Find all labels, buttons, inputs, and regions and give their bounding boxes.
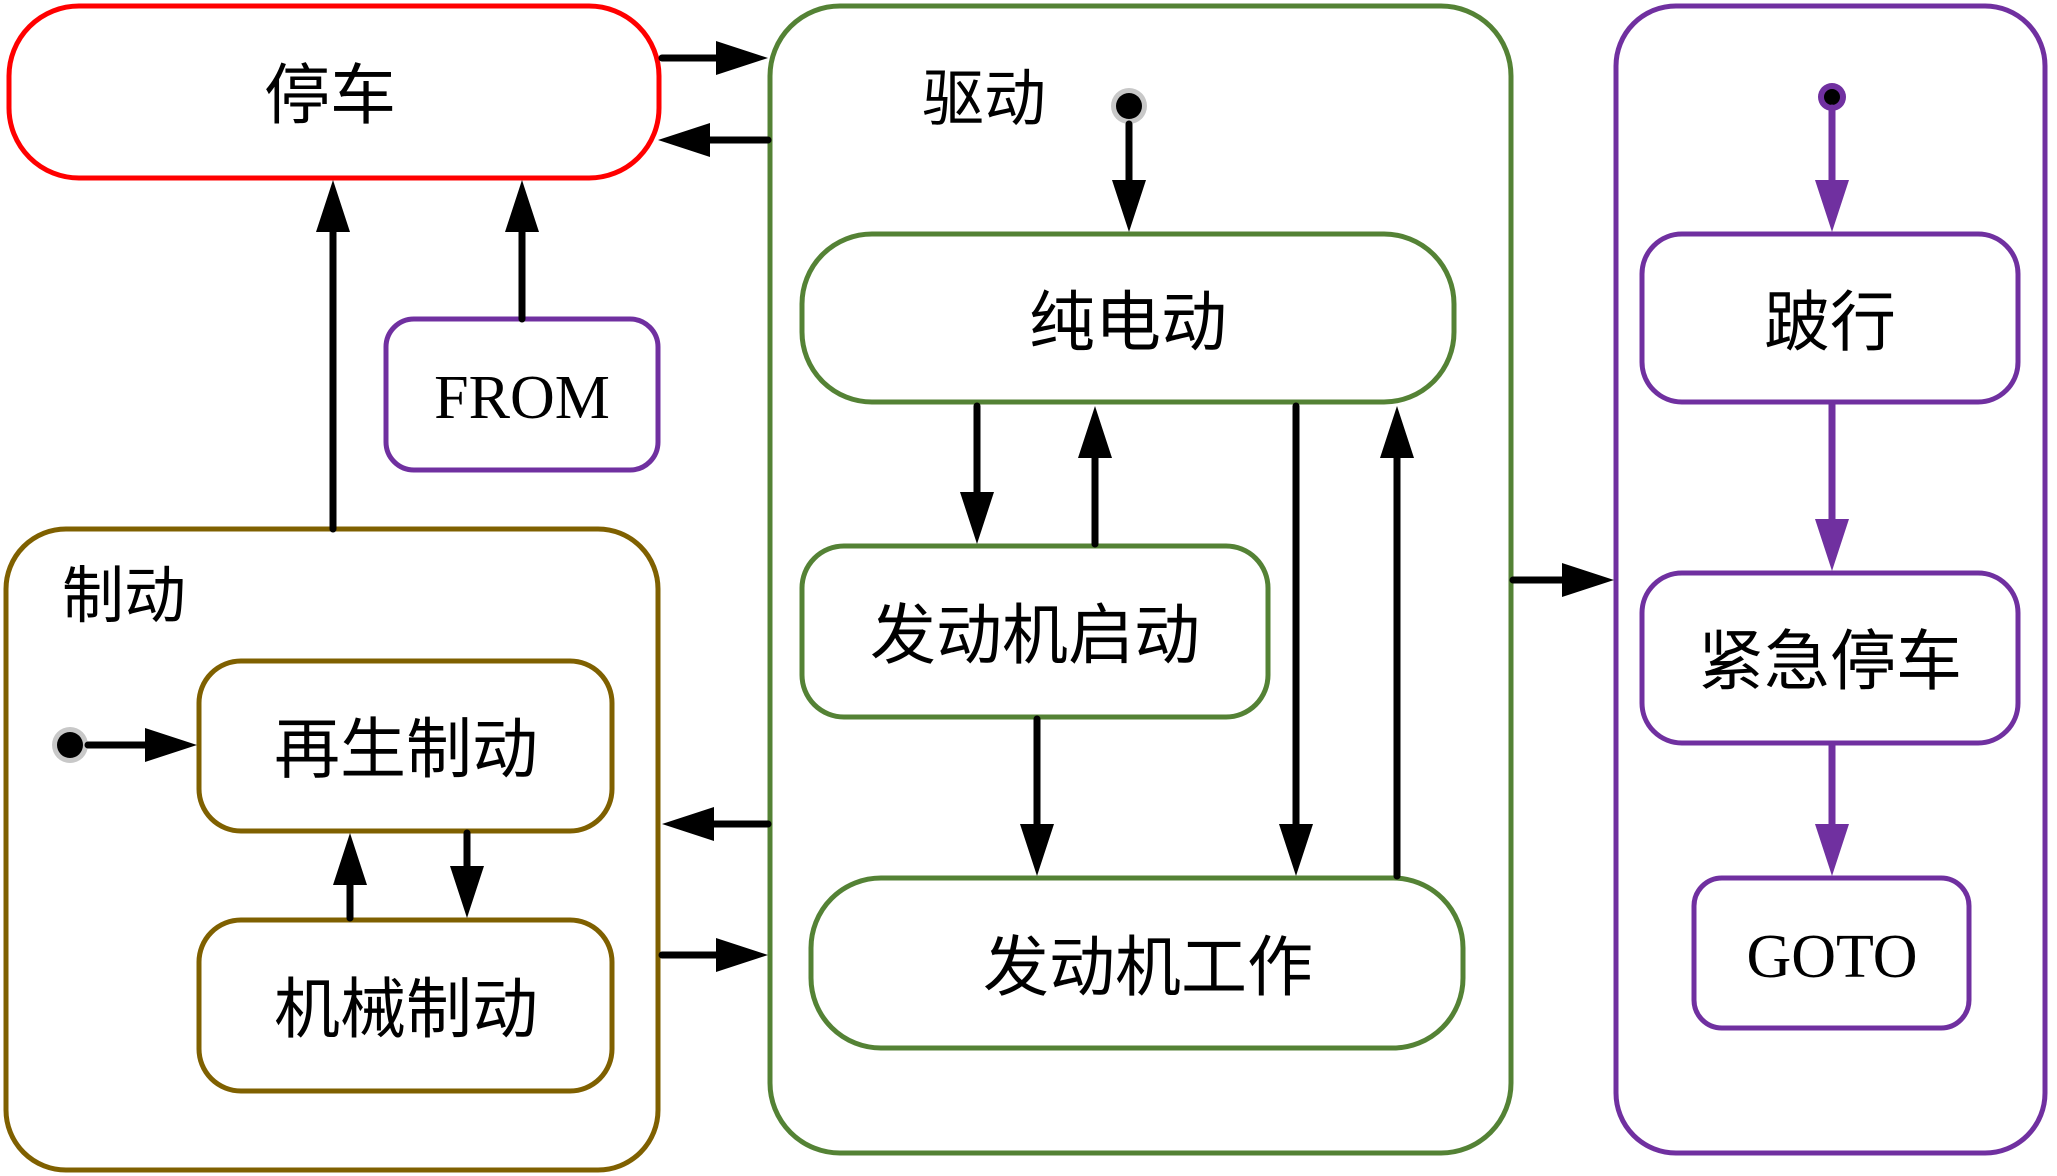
arrow-brake-to-stop[interactable] bbox=[316, 180, 350, 533]
arrow-regen-to-mech[interactable] bbox=[450, 829, 484, 918]
label-from: FROM bbox=[434, 364, 610, 432]
arrow-brake-to-drive[interactable] bbox=[658, 938, 768, 972]
label-mech-brake: 机械制动 bbox=[274, 971, 538, 1048]
label-engine-work: 发动机工作 bbox=[983, 929, 1313, 1006]
label-pure-electric: 纯电动 bbox=[1029, 284, 1227, 361]
label-drive: 驱动 bbox=[922, 62, 1046, 135]
arrow-pure-to-engine-start[interactable] bbox=[960, 402, 994, 544]
arrow-regen-to-mech-head bbox=[450, 866, 484, 918]
label-emergency-stop: 紧急停车 bbox=[1698, 623, 1962, 700]
arrow-drive-to-fault[interactable] bbox=[1509, 563, 1614, 597]
arrow-pure-to-engine-work-head bbox=[1279, 824, 1313, 876]
arrow-init-to-limp-head bbox=[1815, 180, 1849, 232]
arrow-engine-start-to-pure[interactable] bbox=[1078, 406, 1112, 548]
arrow-pure-to-engine-work[interactable] bbox=[1279, 402, 1313, 876]
label-stop: 停车 bbox=[264, 57, 396, 134]
state-regen-brake[interactable] bbox=[196, 658, 615, 834]
arrow-mech-to-regen-head bbox=[333, 833, 367, 885]
state-pure-electric[interactable] bbox=[799, 231, 1457, 405]
arrow-brake-to-stop-head bbox=[316, 180, 350, 232]
arrow-engine-start-to-work[interactable] bbox=[1020, 715, 1054, 876]
state-goto[interactable] bbox=[1691, 875, 1972, 1031]
label-limp: 跛行 bbox=[1764, 284, 1896, 361]
arrow-stop-to-drive[interactable] bbox=[658, 41, 768, 75]
label-brake: 制动 bbox=[62, 559, 186, 632]
arrow-engine-start-to-pure-head bbox=[1078, 406, 1112, 458]
state-mech-brake[interactable] bbox=[196, 917, 615, 1094]
arrow-brake-to-drive-head bbox=[716, 938, 768, 972]
arrow-stop-to-drive-head bbox=[716, 41, 768, 75]
arrow-mech-to-regen[interactable] bbox=[333, 833, 367, 922]
label-goto: GOTO bbox=[1746, 923, 1917, 991]
arrow-from-to-stop[interactable] bbox=[505, 180, 539, 323]
arrow-engine-work-to-pure[interactable] bbox=[1380, 406, 1414, 880]
arrow-init-to-pure-electric-head bbox=[1112, 180, 1146, 232]
arrow-limp-to-emergency[interactable] bbox=[1815, 400, 1849, 571]
arrow-init-to-limp[interactable] bbox=[1815, 104, 1849, 232]
initial-node-drive bbox=[1111, 88, 1147, 124]
arrow-from-to-stop-head bbox=[505, 180, 539, 232]
state-stop[interactable] bbox=[6, 3, 662, 181]
arrow-engine-start-to-work-head bbox=[1020, 824, 1054, 876]
arrow-init-to-regen[interactable] bbox=[84, 728, 197, 762]
arrow-init-to-regen-head bbox=[145, 728, 197, 762]
arrow-drive-to-brake-head bbox=[662, 807, 714, 841]
arrow-init-to-pure-electric[interactable] bbox=[1112, 120, 1146, 232]
arrow-engine-work-to-pure-head bbox=[1380, 406, 1414, 458]
arrow-limp-to-emergency-head bbox=[1815, 519, 1849, 571]
label-engine-start: 发动机启动 bbox=[870, 597, 1200, 674]
arrow-pure-to-engine-start-head bbox=[960, 492, 994, 544]
initial-node-brake bbox=[52, 727, 88, 763]
arrow-drive-to-brake[interactable] bbox=[662, 807, 772, 841]
arrow-emergency-to-goto-head bbox=[1815, 824, 1849, 876]
state-engine-work[interactable] bbox=[808, 875, 1466, 1051]
arrow-drive-to-stop[interactable] bbox=[658, 123, 772, 157]
arrow-emergency-to-goto[interactable] bbox=[1815, 741, 1849, 876]
initial-node-fault bbox=[1818, 83, 1846, 111]
arrow-drive-to-fault-head bbox=[1562, 563, 1614, 597]
label-regen-brake: 再生制动 bbox=[274, 711, 538, 788]
arrow-drive-to-stop-head bbox=[658, 123, 710, 157]
